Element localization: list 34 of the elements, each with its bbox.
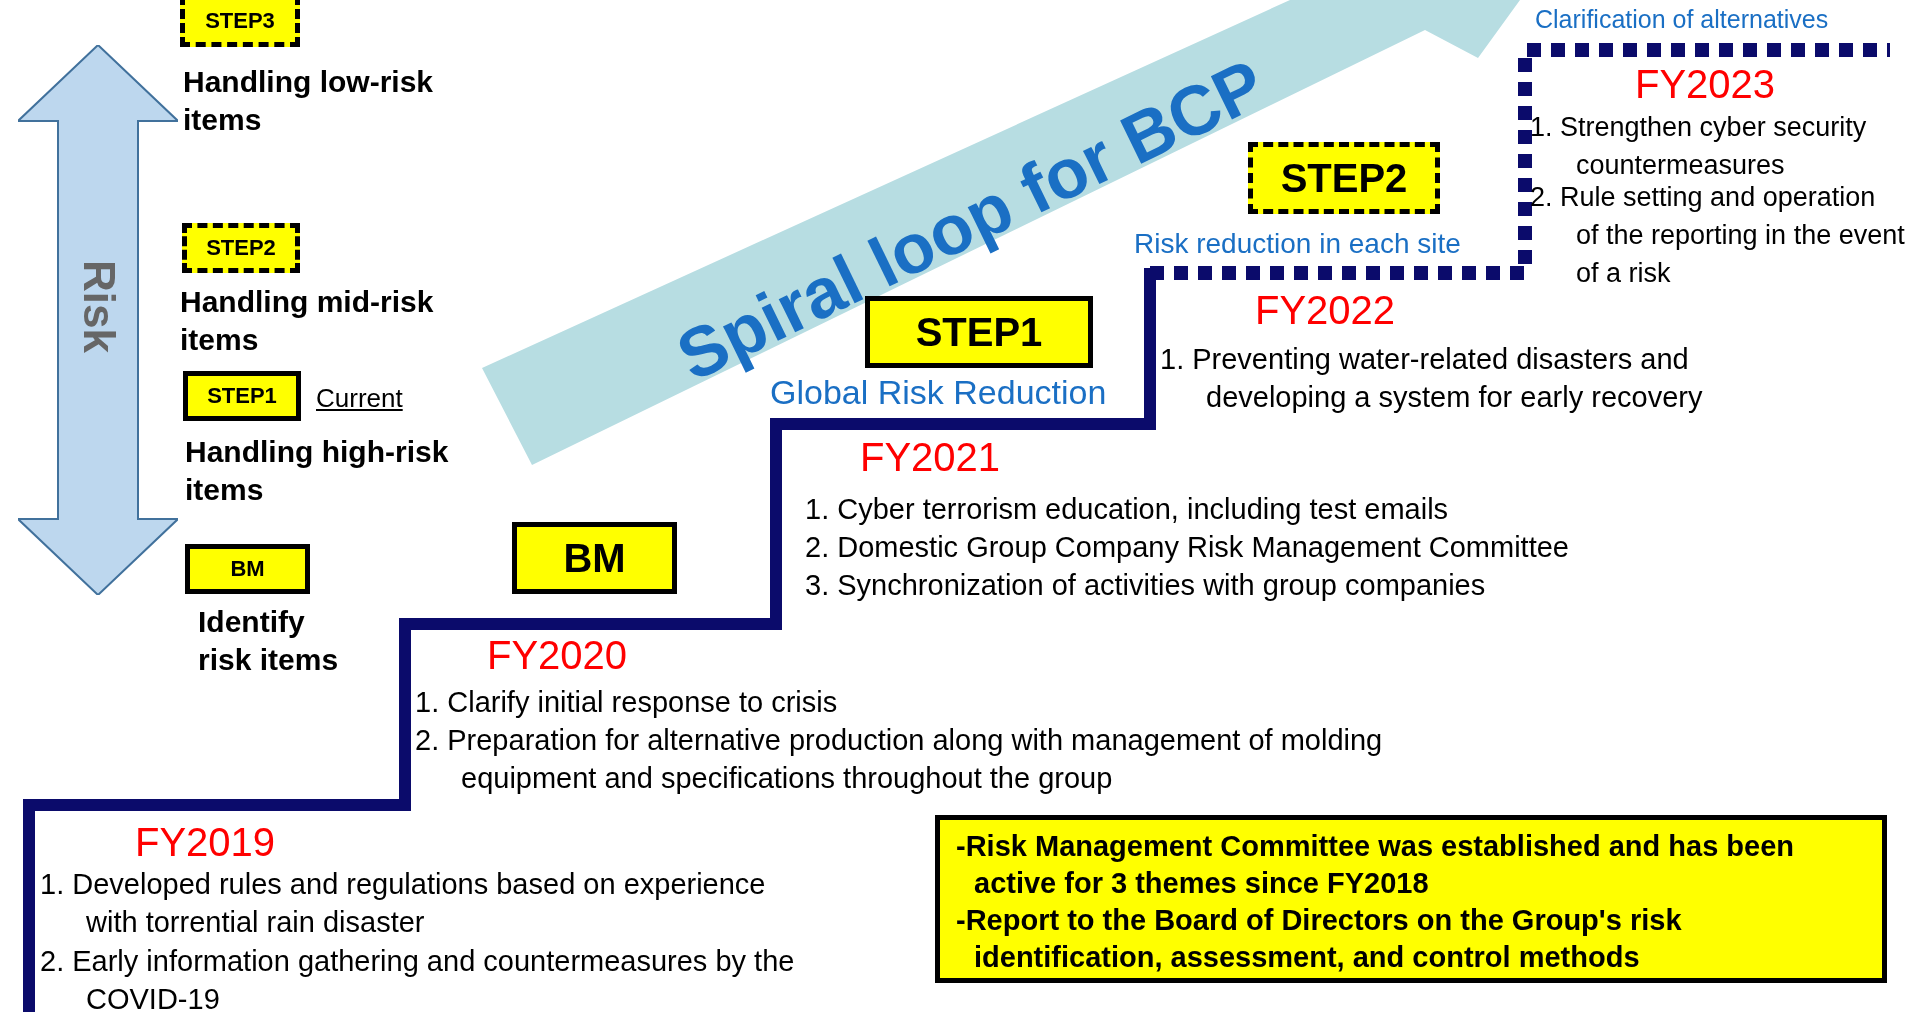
year-heading: FY2023 <box>1635 62 1777 106</box>
step-badge: STEP2 <box>1248 142 1440 214</box>
risk-level-text: Handling low-risk items <box>183 64 435 138</box>
step-badge: STEP2 <box>182 223 300 273</box>
year-heading: FY2021 <box>860 435 1002 479</box>
step-badge: STEP1 <box>865 296 1093 368</box>
subtitle-text: Risk reduction in each site <box>1134 228 1462 260</box>
list-item: 1. Developed rules and regulations based on experience with torrential rain disaster <box>40 867 767 940</box>
note-text: -Risk Management Committee was established and has been active for 3 themes since FY2018 <box>956 829 1795 901</box>
subtitle-text: Global Risk Reduction <box>770 373 1108 412</box>
list-item: 1. Strengthen cyber security countermeasures <box>1530 111 1868 182</box>
list-item: 2. Rule setting and operation of the reporting in the event of a risk <box>1530 181 1905 290</box>
step-badge: STEP3 <box>180 0 300 47</box>
axis-label: Risk <box>74 260 124 353</box>
list-item: 3. Synchronization of activities with group companies <box>805 568 1487 603</box>
note-panel <box>935 815 1887 983</box>
list-item: 2. Early information gathering and countermeasures by the COVID-19 <box>40 944 796 1012</box>
step-badge: BM <box>185 544 310 594</box>
status-label: Current <box>316 383 403 414</box>
risk-level-text: Identify risk items <box>198 604 340 678</box>
risk-level-text: Handling high-risk items <box>185 434 450 508</box>
list-item: 1. Clarify initial response to crisis <box>415 685 839 720</box>
step-badge: STEP1 <box>183 371 301 421</box>
list-item: 1. Preventing water-related disasters and developing a system for early recovery <box>1160 342 1704 415</box>
list-item: 2. Domestic Group Company Risk Management Committee <box>805 530 1570 565</box>
year-heading: FY2022 <box>1255 288 1397 332</box>
step-badge: BM <box>512 522 677 594</box>
list-item: 2. Preparation for alternative production along with management of molding equipment and specifications throughout the group <box>415 723 1384 796</box>
risk-level-text: Handling mid-risk items <box>180 284 435 358</box>
year-heading: FY2019 <box>135 820 277 864</box>
year-heading: FY2020 <box>487 633 629 677</box>
note-text: -Report to the Board of Directors on the Group's risk identification, assessment, and control methods <box>956 903 1683 975</box>
subtitle-text: Clarification of alternatives <box>1535 5 1830 34</box>
list-item: 1. Cyber terrorism education, including test emails <box>805 492 1450 527</box>
